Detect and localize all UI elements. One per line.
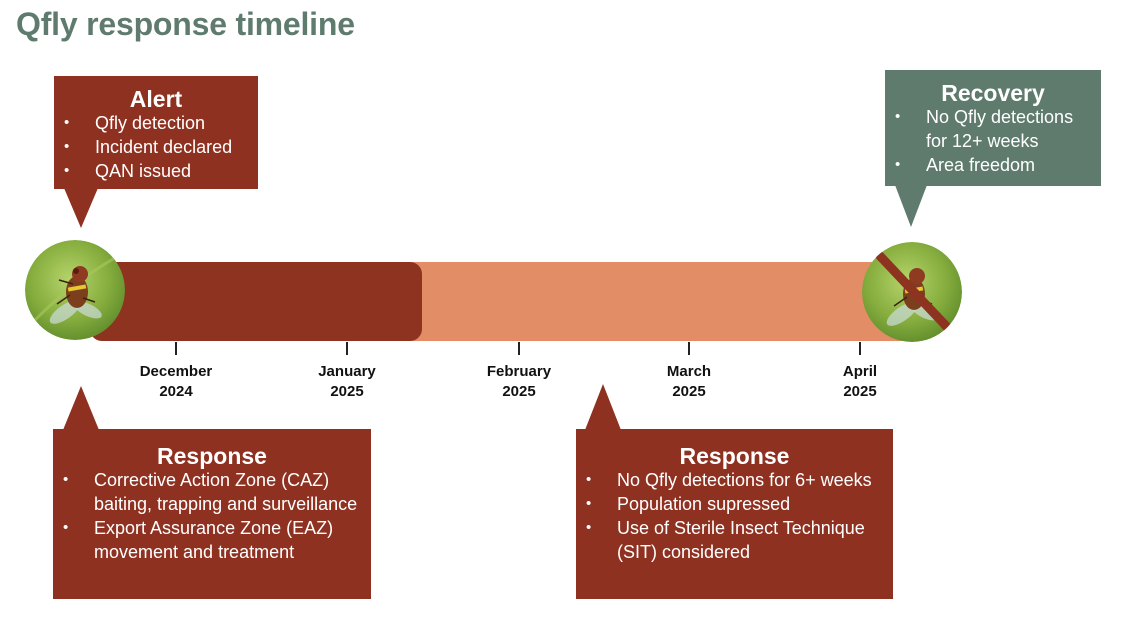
month-name: December: [139, 363, 213, 380]
response-right-callout: Response No Qfly detections for 6+ weeks…: [576, 429, 893, 599]
timeline-progress: [90, 262, 422, 341]
tick-february: [518, 342, 520, 355]
alert-title: Alert: [129, 86, 183, 112]
list-item: Population supressed: [576, 492, 893, 516]
list-item: Corrective Action Zone (CAZ) baiting, tr…: [53, 468, 371, 516]
tick-december: [175, 342, 177, 355]
fruit-fly-crossed-out-icon: [862, 242, 962, 342]
alert-pointer: [64, 188, 98, 228]
month-year: 2025: [502, 383, 536, 400]
month-name: April: [842, 363, 878, 380]
alert-list: Qfly detection Incident declared QAN iss…: [54, 111, 258, 183]
recovery-pointer: [895, 185, 927, 227]
list-item: Qfly detection: [54, 111, 258, 135]
tick-april: [859, 342, 861, 355]
recovery-callout: Recovery No Qfly detections for 12+ week…: [885, 70, 1101, 186]
month-label-february: February 2025: [464, 362, 574, 402]
response-right-title: Response: [679, 443, 790, 469]
month-name: February: [486, 363, 552, 380]
recovery-list: No Qfly detections for 12+ weeks Area fr…: [885, 105, 1101, 177]
list-item: Incident declared: [54, 135, 258, 159]
month-label-december: December 2024: [121, 362, 231, 402]
fruit-fly-icon: [25, 240, 125, 340]
month-label-april: April 2025: [805, 362, 915, 402]
page-title: Qfly response timeline: [16, 6, 355, 42]
month-label-march: March 2025: [634, 362, 744, 402]
response-left-pointer: [63, 386, 99, 430]
response-left-list: Corrective Action Zone (CAZ) baiting, tr…: [53, 468, 371, 564]
list-item: Export Assurance Zone (EAZ) movement and…: [53, 516, 371, 564]
month-name: January: [318, 363, 376, 380]
month-year: 2025: [330, 383, 364, 400]
month-year: 2025: [843, 383, 877, 400]
response-left-callout: Response Corrective Action Zone (CAZ) ba…: [53, 429, 371, 599]
alert-callout: Alert Qfly detection Incident declared Q…: [54, 76, 258, 189]
list-item: No Qfly detections for 6+ weeks: [576, 468, 893, 492]
month-year: 2025: [672, 383, 706, 400]
list-item: QAN issued: [54, 159, 258, 183]
response-right-pointer: [585, 384, 621, 430]
list-item: No Qfly detections for 12+ weeks: [885, 105, 1101, 153]
month-label-january: January 2025: [292, 362, 402, 402]
recovery-title: Recovery: [941, 80, 1045, 106]
response-right-list: No Qfly detections for 6+ weeks Populati…: [576, 468, 893, 564]
tick-january: [346, 342, 348, 355]
list-item: Use of Sterile Insect Technique (SIT) co…: [576, 516, 893, 564]
tick-march: [688, 342, 690, 355]
month-year: 2024: [159, 383, 193, 400]
month-name: March: [666, 363, 712, 380]
list-item: Area freedom: [885, 153, 1101, 177]
response-left-title: Response: [157, 443, 267, 469]
